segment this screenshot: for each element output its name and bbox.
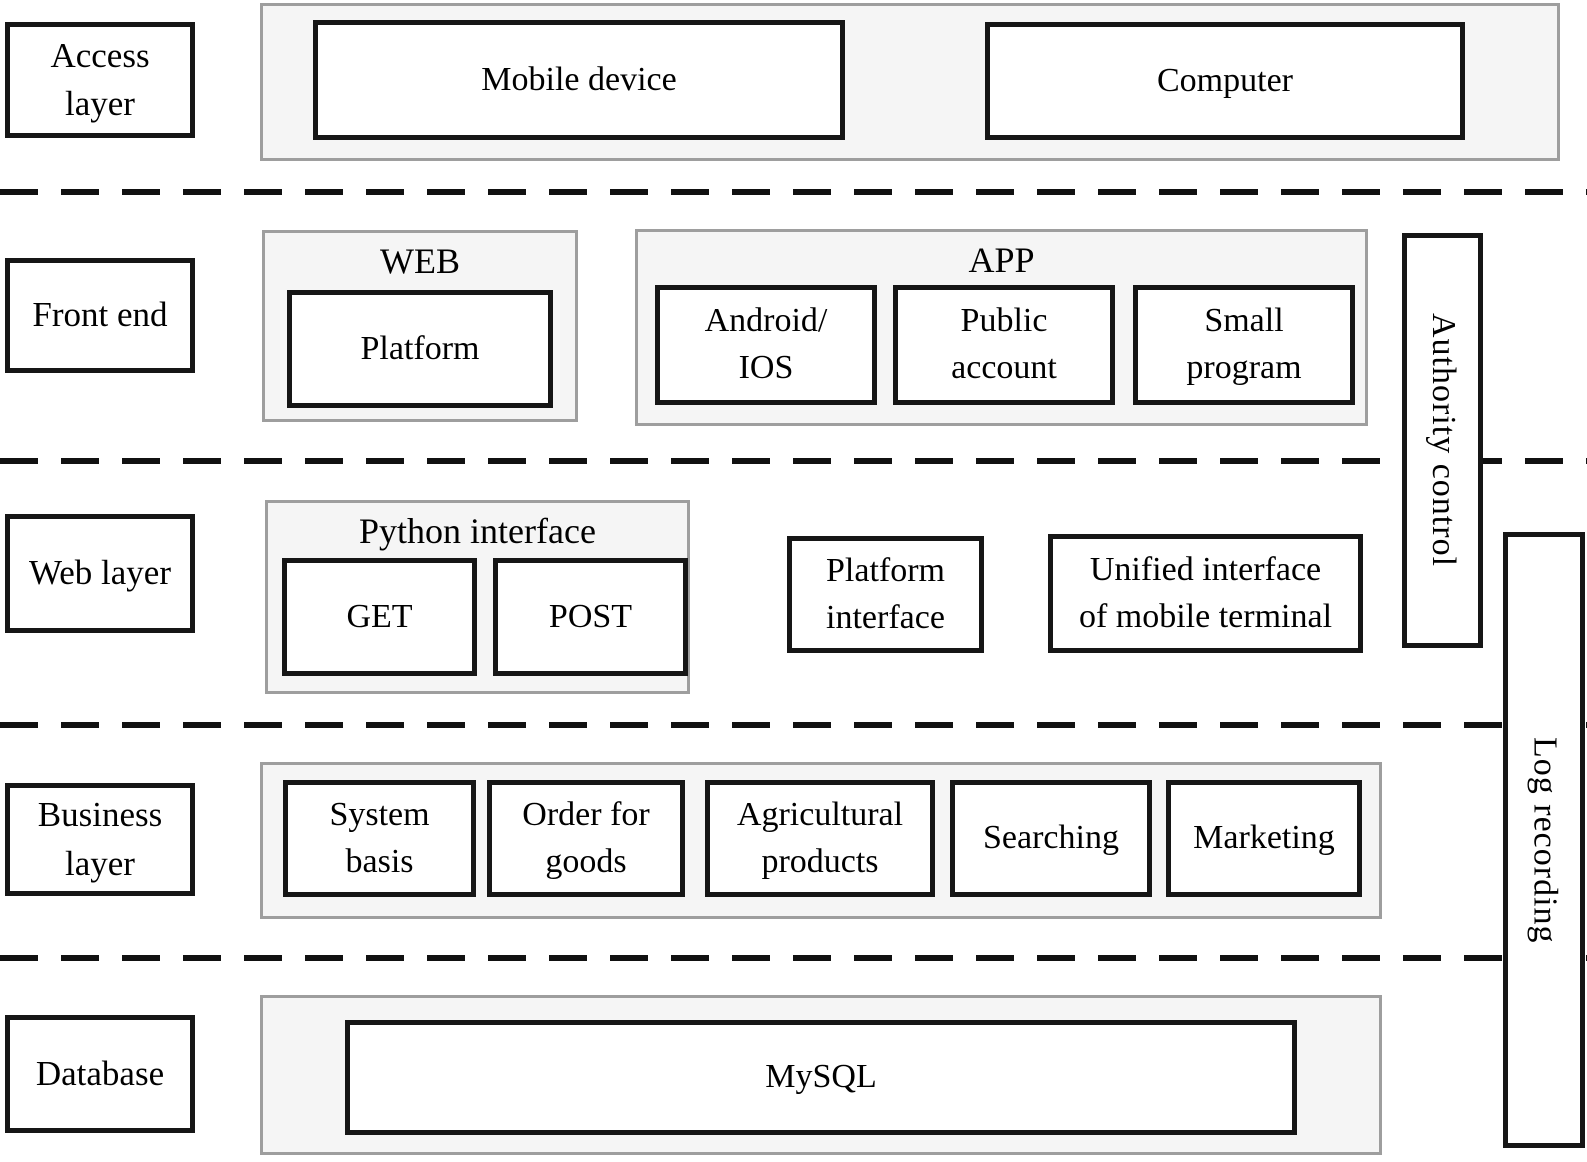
layer-divider-4 <box>0 955 1587 961</box>
box-unified-interface: Unified interface of mobile terminal <box>1048 534 1363 653</box>
box-system-basis: System basis <box>283 780 476 897</box>
layer-divider-2 <box>0 458 1587 464</box>
row-label-access-layer: Access layer <box>5 22 195 138</box>
box-computer: Computer <box>985 22 1465 140</box>
box-platform: Platform <box>287 290 553 408</box>
box-marketing: Marketing <box>1166 780 1362 897</box>
python-interface-group-title: Python interface <box>359 511 596 551</box>
web-group-title: WEB <box>380 241 460 281</box>
layer-divider-1 <box>0 189 1587 195</box>
box-order-for-goods: Order for goods <box>487 780 685 897</box>
row-label-business-layer: Business layer <box>5 783 195 896</box>
box-android-ios: Android/ IOS <box>655 285 877 405</box>
box-mysql: MySQL <box>345 1020 1297 1135</box>
layer-divider-3 <box>0 722 1587 728</box>
box-mobile-device: Mobile device <box>313 20 845 140</box>
row-label-web-layer: Web layer <box>5 514 195 633</box>
app-group-title: APP <box>968 240 1035 280</box>
box-platform-interface: Platform interface <box>787 536 984 653</box>
box-log-recording: Log recording <box>1503 532 1585 1148</box>
box-searching: Searching <box>950 780 1152 897</box>
box-authority-control: Authority control <box>1402 233 1483 648</box>
box-public-account: Public account <box>893 285 1115 405</box>
box-agricultural-products: Agricultural products <box>705 780 935 897</box>
row-label-front-end: Front end <box>5 258 195 373</box>
box-small-program: Small program <box>1133 285 1355 405</box>
box-post: POST <box>493 558 688 676</box>
row-label-database: Database <box>5 1015 195 1133</box>
box-get: GET <box>282 558 477 676</box>
